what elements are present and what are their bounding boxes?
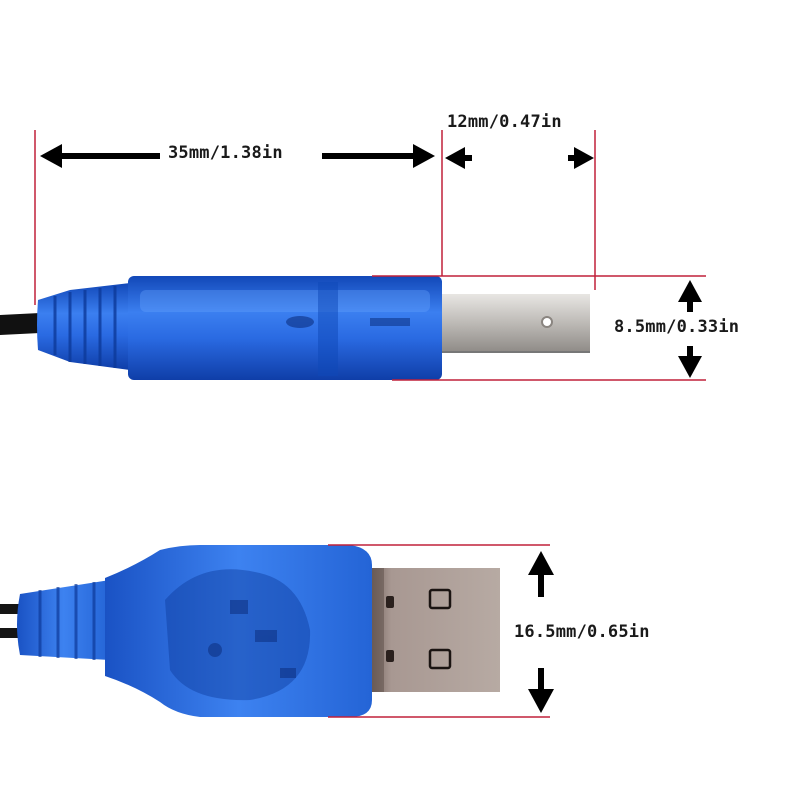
plug-holes xyxy=(428,588,452,670)
internal-components-top xyxy=(208,600,296,678)
width-top-label: 16.5mm/0.65in xyxy=(514,622,650,642)
top-view xyxy=(0,545,500,717)
length-body-arrow xyxy=(40,144,435,168)
side-view xyxy=(0,276,590,380)
strain-relief-ribs xyxy=(53,286,117,368)
connector-body-side xyxy=(128,276,442,380)
strain-relief-top-ribs xyxy=(38,582,96,660)
usb-plug-top xyxy=(372,568,500,692)
side-guide-lines xyxy=(34,130,706,381)
usb-plug-side xyxy=(442,294,590,352)
cable-top-2 xyxy=(0,628,30,638)
top-guide-lines xyxy=(328,544,550,718)
plug-slots xyxy=(386,596,394,662)
plug-inner-shadow xyxy=(372,568,384,692)
body-top-inner xyxy=(165,569,311,701)
strain-relief-top xyxy=(17,580,110,660)
length-body-label: 35mm/1.38in xyxy=(168,143,283,163)
width-top-arrow xyxy=(528,551,554,713)
length-plug-arrow xyxy=(445,147,594,169)
length-plug-label: 12mm/0.47in xyxy=(447,112,562,132)
internal-pcb xyxy=(370,318,410,326)
height-side-label: 8.5mm/0.33in xyxy=(614,317,740,337)
plug-rivet-side xyxy=(541,316,553,328)
body-highlight xyxy=(140,290,430,312)
connector-body-top xyxy=(105,545,372,717)
cable-top-1 xyxy=(0,604,30,614)
height-side-arrow xyxy=(678,280,702,378)
body-band xyxy=(318,282,338,376)
internal-component xyxy=(286,316,314,328)
cable-side xyxy=(0,313,40,335)
